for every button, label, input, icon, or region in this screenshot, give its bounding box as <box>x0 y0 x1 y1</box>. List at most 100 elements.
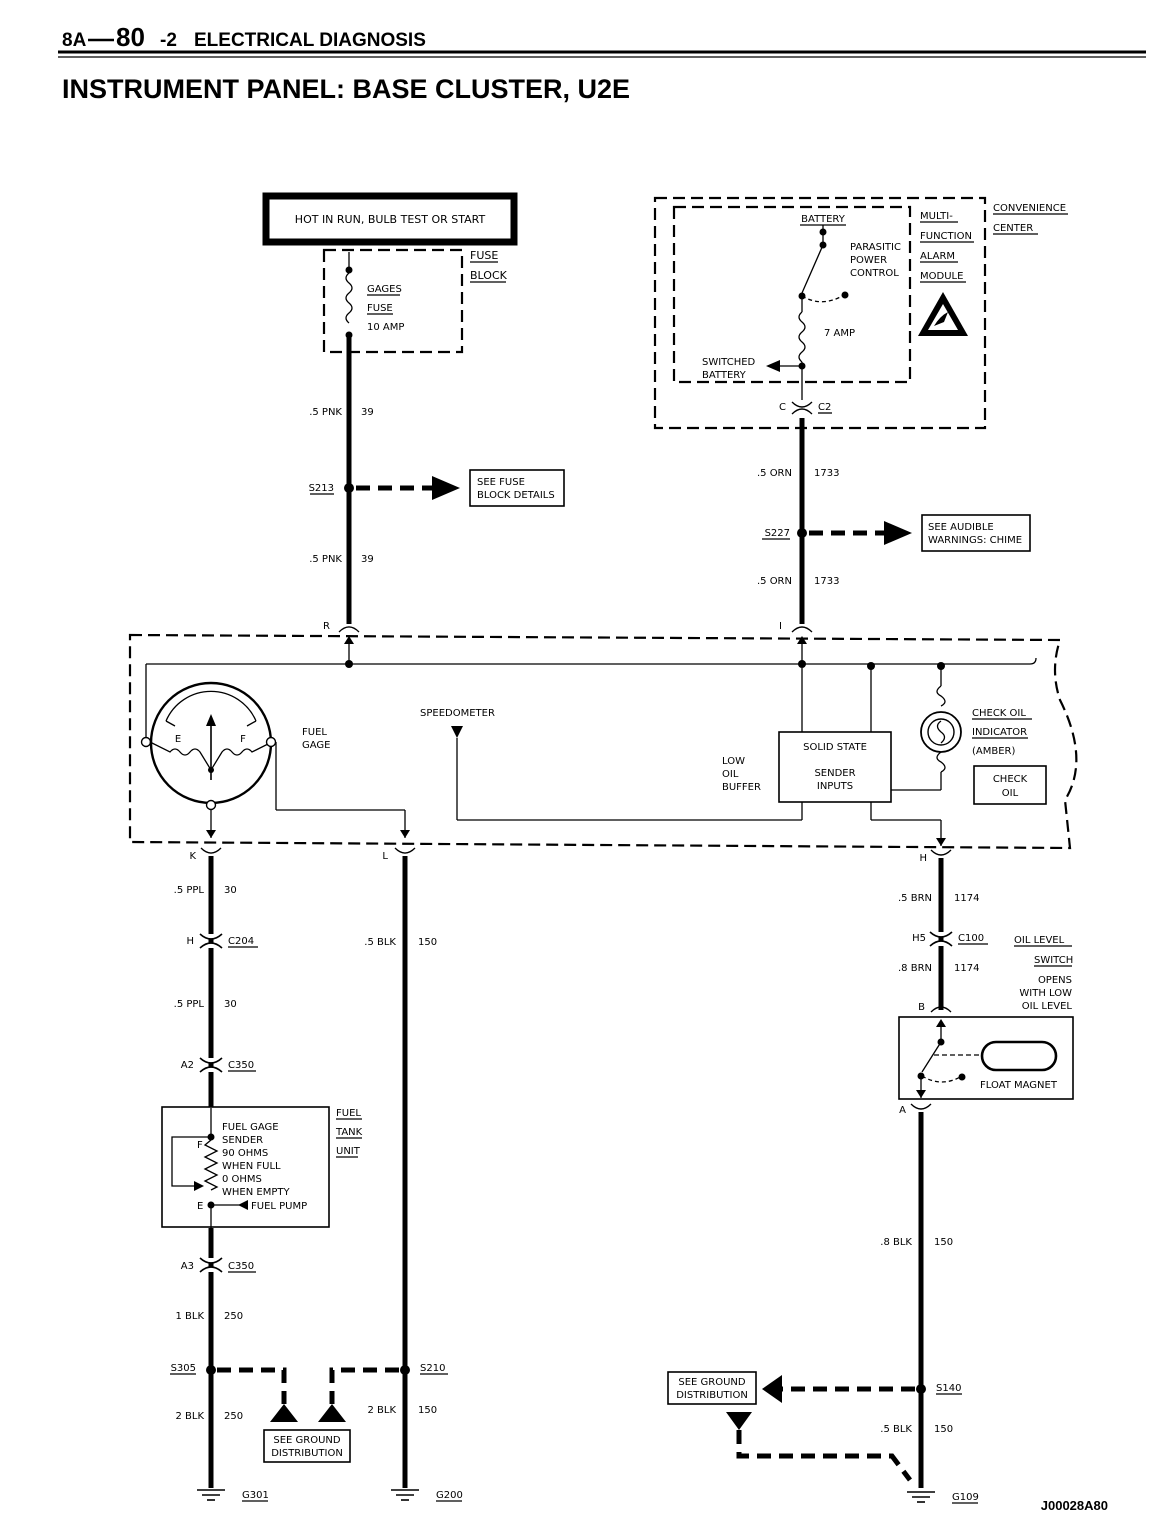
oil-switch-label: OIL LEVEL <box>1014 935 1065 946</box>
ground-label: G200 <box>436 1490 463 1501</box>
page-title: INSTRUMENT PANEL: BASE CLUSTER, U2E <box>62 74 630 104</box>
ref-text-2: BLOCK DETAILS <box>477 490 555 501</box>
ground-g301-icon <box>197 1489 225 1501</box>
circuit-number: 150 <box>418 1405 437 1416</box>
circuit-number: 39 <box>361 554 374 565</box>
parasitic-label-2: POWER <box>850 255 887 266</box>
ref-ground-distribution-right <box>667 1371 757 1405</box>
fuel-gage-label-2: GAGE <box>302 740 330 751</box>
parasitic-label-3: CONTROL <box>850 268 899 279</box>
connector-c100: C100 <box>958 933 984 944</box>
pin-l: L <box>382 851 388 862</box>
gauge-f-mark: F <box>240 734 246 745</box>
ref-audible-warnings <box>921 514 1031 552</box>
gauge-e-mark: E <box>175 734 181 745</box>
circuit-number: 150 <box>934 1424 953 1435</box>
check-oil-display <box>973 765 1047 805</box>
sender-label-4: WHEN FULL <box>222 1161 281 1172</box>
arrow-icon <box>238 1200 248 1210</box>
arrow-icon <box>884 521 912 545</box>
ref-fuse-block-details <box>469 469 565 507</box>
fuse-name-2: FUSE <box>367 303 393 314</box>
module-label-4: MODULE <box>920 271 963 282</box>
center-label-2: CENTER <box>993 223 1033 234</box>
fuse-block-label: FUSE <box>470 249 498 262</box>
connector-name: C2 <box>818 402 831 413</box>
connector-pin: A2 <box>181 1060 194 1071</box>
connector-c204: C204 <box>228 936 254 947</box>
fuse-rating: 10 AMP <box>367 322 404 333</box>
float-magnet-icon <box>980 1040 1058 1072</box>
wire-label: .8 BLK <box>880 1237 912 1248</box>
ref-text-2: WARNINGS: CHIME <box>928 535 1022 546</box>
circuit-number: 150 <box>418 937 437 948</box>
oil-switch-label-2: SWITCH <box>1034 955 1073 966</box>
fuel-gage-label: FUEL <box>302 727 327 738</box>
oil-switch-note-2: WITH LOW <box>1019 988 1072 999</box>
connector-pin: H <box>186 936 194 947</box>
sender-inputs-label: SENDER <box>814 768 855 779</box>
ref-text-2: DISTRIBUTION <box>676 1390 748 1401</box>
esd-warning-icon <box>918 292 968 336</box>
wire-label: .5 BRN <box>898 893 932 904</box>
solid-state-label: SOLID STATE <box>803 742 867 753</box>
circuit-number: 30 <box>224 999 237 1010</box>
alarm-module <box>672 205 912 384</box>
module-label-2: FUNCTION <box>920 231 972 242</box>
ref-text-2: DISTRIBUTION <box>271 1448 343 1459</box>
splice-label: S305 <box>171 1363 196 1374</box>
pin-r: R <box>323 621 330 632</box>
splice-s305 <box>206 1365 216 1375</box>
tank-unit-label: FUEL <box>336 1108 361 1119</box>
circuit-number: 1174 <box>954 963 979 974</box>
page-header: 8A 80 -2 ELECTRICAL DIAGNOSIS INSTRUMENT… <box>58 22 1146 104</box>
ref-text: SEE AUDIBLE <box>928 522 994 533</box>
sender-e-mark: E <box>197 1201 203 1212</box>
circuit-number: 250 <box>224 1311 243 1322</box>
splice-label: S210 <box>420 1363 445 1374</box>
fuse-symbol <box>345 272 353 324</box>
connector-pin: A3 <box>181 1261 194 1272</box>
check-oil-label-3: (AMBER) <box>972 746 1015 757</box>
connector-c350-b: C350 <box>228 1261 254 1272</box>
arrow-icon <box>432 476 460 500</box>
sender-inputs-label-2: INPUTS <box>817 781 853 792</box>
low-oil-buffer-label-2: OIL <box>722 769 739 780</box>
switched-label-2: BATTERY <box>702 370 747 381</box>
circuit-number: 1733 <box>814 468 839 479</box>
parasitic-switch <box>801 244 824 294</box>
sender-label-2: SENDER <box>222 1135 263 1146</box>
check-oil-label-2: INDICATOR <box>972 727 1027 738</box>
wire-label: .5 PPL <box>174 999 205 1010</box>
ref-text: SEE GROUND <box>273 1435 341 1446</box>
fuse-block <box>322 248 464 354</box>
splice-label: S140 <box>936 1383 961 1394</box>
connector-pin: H5 <box>912 933 926 944</box>
wire-label: .5 PNK <box>309 554 342 565</box>
splice-s140 <box>916 1384 926 1394</box>
page-prefix: 8A <box>62 30 87 51</box>
solid-state-box <box>778 731 892 803</box>
battery-label: BATTERY <box>801 214 846 225</box>
fuse-symbol <box>798 311 806 363</box>
check-oil-display-text-2: OIL <box>1002 788 1019 799</box>
fuel-pump-label: FUEL PUMP <box>251 1201 307 1212</box>
sender-label-5: 0 OHMS <box>222 1174 262 1185</box>
module-label-3: ALARM <box>920 251 955 262</box>
section-title: ELECTRICAL DIAGNOSIS <box>194 30 426 51</box>
instrument-cluster <box>128 633 1078 850</box>
sender-label-6: WHEN EMPTY <box>222 1187 290 1198</box>
connector-pin: C <box>779 402 786 413</box>
check-oil-label: CHECK OIL <box>972 708 1026 719</box>
arrow-icon <box>766 360 780 372</box>
wire-label: .5 PNK <box>309 407 342 418</box>
parasitic-label: PARASITIC <box>850 242 901 253</box>
oil-switch-note-3: OIL LEVEL <box>1022 1001 1073 1012</box>
fuse-rating: 7 AMP <box>824 328 855 339</box>
circuit-number: 30 <box>224 885 237 896</box>
circuit-number: 150 <box>934 1237 953 1248</box>
sender-resistor <box>203 1139 219 1191</box>
tank-unit-label-3: UNIT <box>336 1146 361 1157</box>
splice-label: S227 <box>765 528 790 539</box>
